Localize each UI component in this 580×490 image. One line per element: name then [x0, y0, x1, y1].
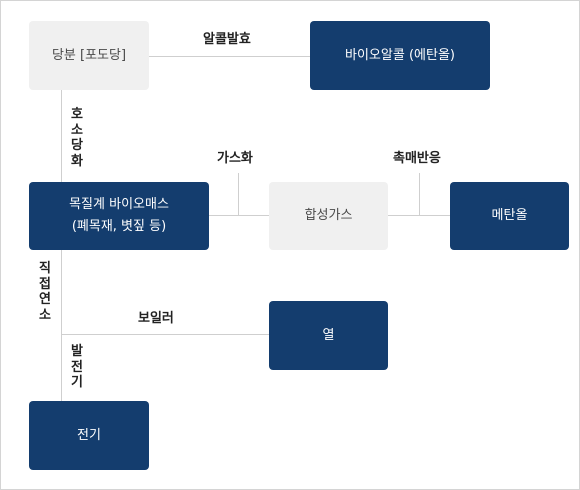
- connector-syngas-methanol: [388, 215, 450, 216]
- heat-box: 열: [269, 301, 388, 370]
- glucose-label: 당분 [포도당]: [51, 47, 127, 63]
- connector-gasification-tick: [238, 173, 239, 215]
- gasification-label: 가스화: [217, 151, 253, 166]
- woody-biomass-box: 목질계 바이오매스 (폐목재, 볏짚 등): [29, 182, 209, 250]
- saccharification-label: 호소당화: [71, 107, 83, 169]
- electricity-box: 전기: [29, 401, 149, 470]
- alcohol-fermentation-label: 알콜발효: [203, 32, 251, 47]
- connector-catalytic-tick: [419, 173, 420, 215]
- syngas-box: 합성가스: [269, 182, 388, 250]
- bioethanol-label: 바이오알콜 (에탄올): [345, 47, 455, 63]
- connector-glucose-biomass: [61, 90, 62, 182]
- bioethanol-box: 바이오알콜 (에탄올): [310, 21, 490, 90]
- electricity-label: 전기: [77, 427, 101, 443]
- woody-biomass-label-line1: 목질계 바이오매스: [69, 197, 169, 212]
- connector-glucose-bioethanol: [149, 56, 310, 57]
- catalytic-reaction-label: 촉매반응: [393, 151, 441, 166]
- heat-label: 열: [322, 327, 335, 343]
- methanol-box: 메탄올: [450, 182, 569, 250]
- syngas-label: 합성가스: [304, 208, 353, 223]
- connector-biomass-heat: [61, 334, 269, 335]
- glucose-box: 당분 [포도당]: [29, 21, 149, 90]
- connector-biomass-syngas: [209, 215, 269, 216]
- connector-biomass-electricity: [61, 250, 62, 401]
- boiler-label: 보일러: [138, 311, 174, 326]
- direct-combustion-label: 직접연소: [39, 261, 51, 323]
- power-generation-label: 발전기: [71, 344, 83, 390]
- woody-biomass-label-line2: (폐목재, 볏짚 등): [71, 219, 167, 234]
- methanol-label: 메탄올: [491, 208, 528, 223]
